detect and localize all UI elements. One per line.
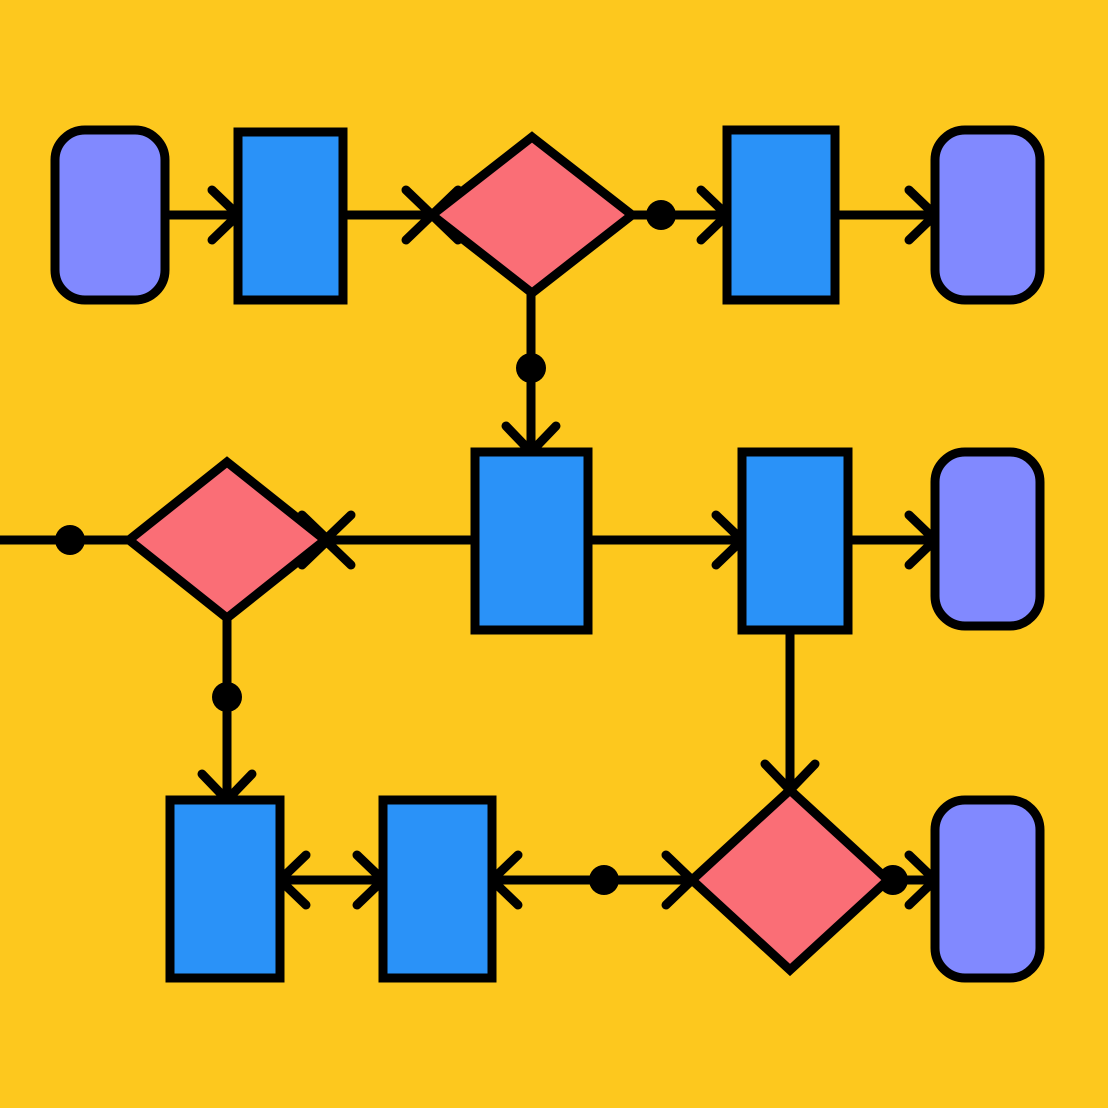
node-n9-terminal[interactable] xyxy=(930,447,1045,631)
node-n12-decision[interactable] xyxy=(685,783,895,977)
edge-e6 xyxy=(0,525,129,555)
edge-junction-dot-e13 xyxy=(589,865,619,895)
node-n4-process[interactable] xyxy=(722,125,840,305)
node-n10-process[interactable] xyxy=(165,795,285,983)
edge-junction-dot-e3 xyxy=(646,200,676,230)
node-n1-terminal[interactable] xyxy=(50,125,170,305)
node-n7-process[interactable] xyxy=(470,447,593,635)
edge-junction-dot-e6 xyxy=(55,525,85,555)
edge-junction-dot-e10 xyxy=(212,682,242,712)
edge-junction-dot-e5 xyxy=(516,353,546,383)
node-n2-process[interactable] xyxy=(233,127,348,305)
node-n3-decision[interactable] xyxy=(424,131,640,299)
node-n5-terminal[interactable] xyxy=(930,125,1045,305)
node-n6-decision[interactable] xyxy=(121,456,333,624)
node-n11-process[interactable] xyxy=(378,795,497,983)
node-n8-process[interactable] xyxy=(737,447,853,635)
nodes-layer xyxy=(50,125,1045,983)
node-n13-terminal[interactable] xyxy=(930,795,1045,983)
